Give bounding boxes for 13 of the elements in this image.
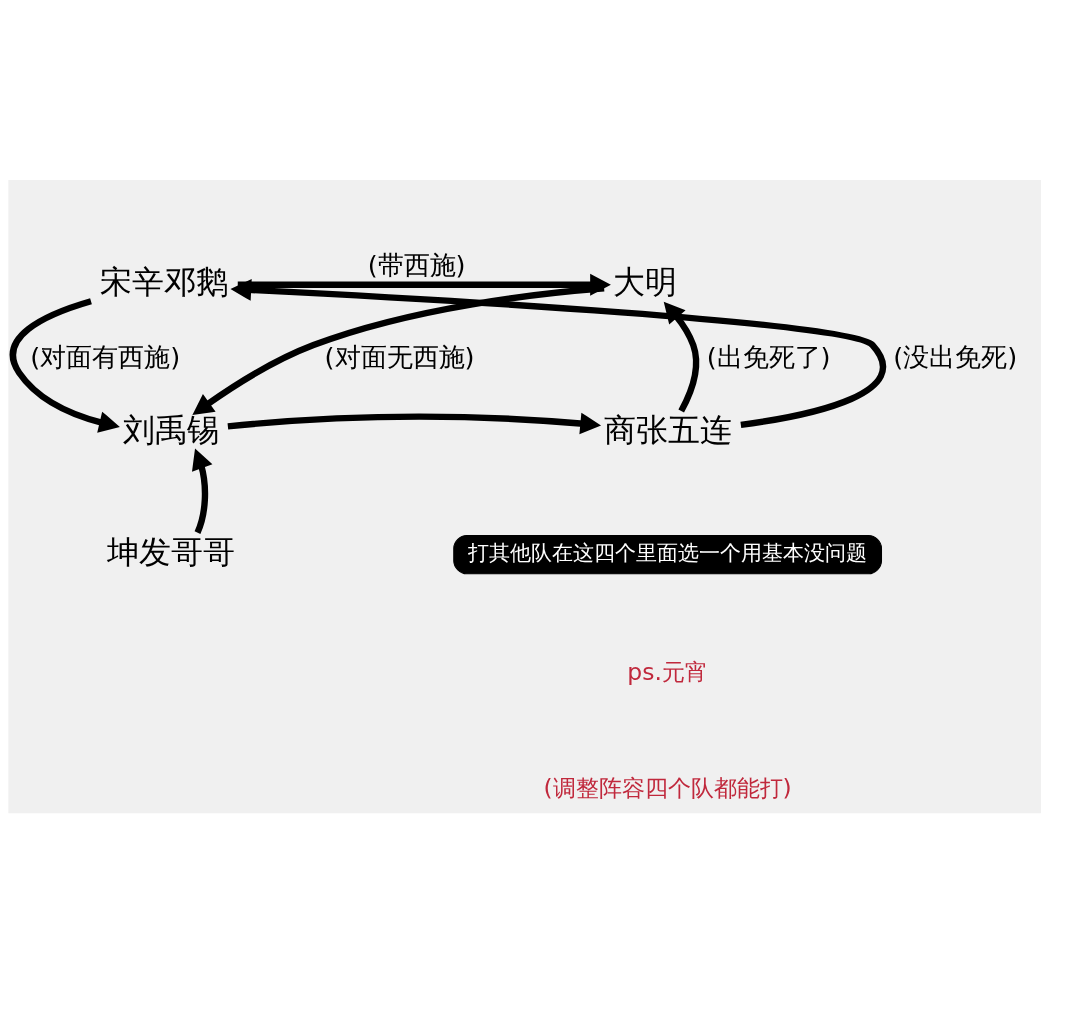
node-text: 商张五连 [603,411,732,450]
node-text: 刘禹锡 [122,411,219,450]
label: ps.元宵 [627,657,708,686]
label: (调整阵容四个队都能打) [543,773,792,802]
edge-label: (对面无西施) [324,341,475,372]
node-text: 宋辛邓鹅 [100,262,229,301]
edge-label: (带西施) [367,250,466,281]
node-text: 坤发哥哥 [106,532,235,571]
edge-label: (出免死了) [706,341,831,372]
node-text: 大明 [613,262,678,301]
edge-label: (没出免死) [893,341,1018,372]
label: 打其他队在这四个里面选一个用基本没问题 [468,539,868,565]
edge-label: (对面有西施) [30,341,181,372]
